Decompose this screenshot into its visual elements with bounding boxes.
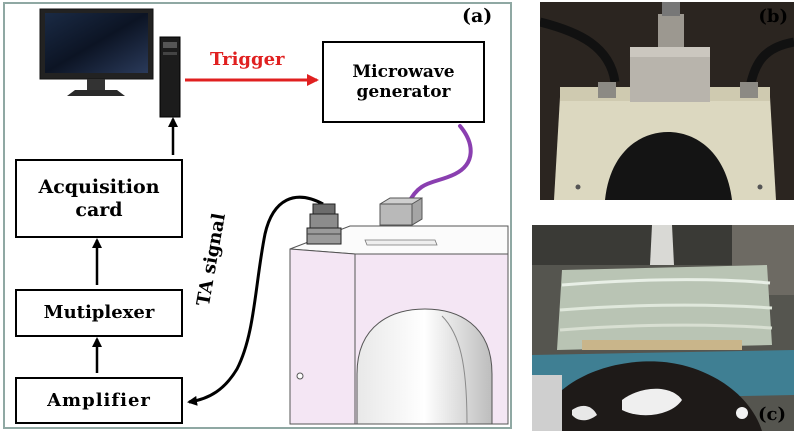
panel-label-c: (c) bbox=[758, 404, 786, 425]
transducer-connector bbox=[306, 203, 342, 245]
microwave-connector-block bbox=[379, 197, 423, 226]
panel-c-photo: (c) bbox=[532, 225, 794, 431]
amplifier-box: Amplifier bbox=[15, 377, 183, 424]
acquisition-card-box: Acquisition card bbox=[15, 159, 183, 238]
thermoacoustic-housing bbox=[289, 225, 509, 425]
mutiplexer-box: Mutiplexer bbox=[15, 289, 183, 337]
ta-signal-cable bbox=[187, 195, 324, 406]
panel-label-a: (a) bbox=[462, 5, 493, 27]
microwave-cable bbox=[406, 124, 473, 206]
schematic-drawing bbox=[39, 8, 509, 425]
trigger-label: Trigger bbox=[210, 49, 285, 70]
microwave-generator-box: Microwave generator bbox=[322, 41, 485, 123]
panel-b-photo: (b) bbox=[540, 2, 794, 200]
monitor-icon bbox=[39, 8, 154, 96]
panel-label-b: (b) bbox=[758, 6, 788, 27]
applicator-photo-illustration bbox=[540, 2, 794, 200]
panel-a-schematic: (a) Microwave generator Acquisition card… bbox=[3, 2, 512, 429]
in-vivo-setup-photo-illustration bbox=[532, 225, 794, 431]
computer-tower-icon bbox=[159, 36, 181, 118]
